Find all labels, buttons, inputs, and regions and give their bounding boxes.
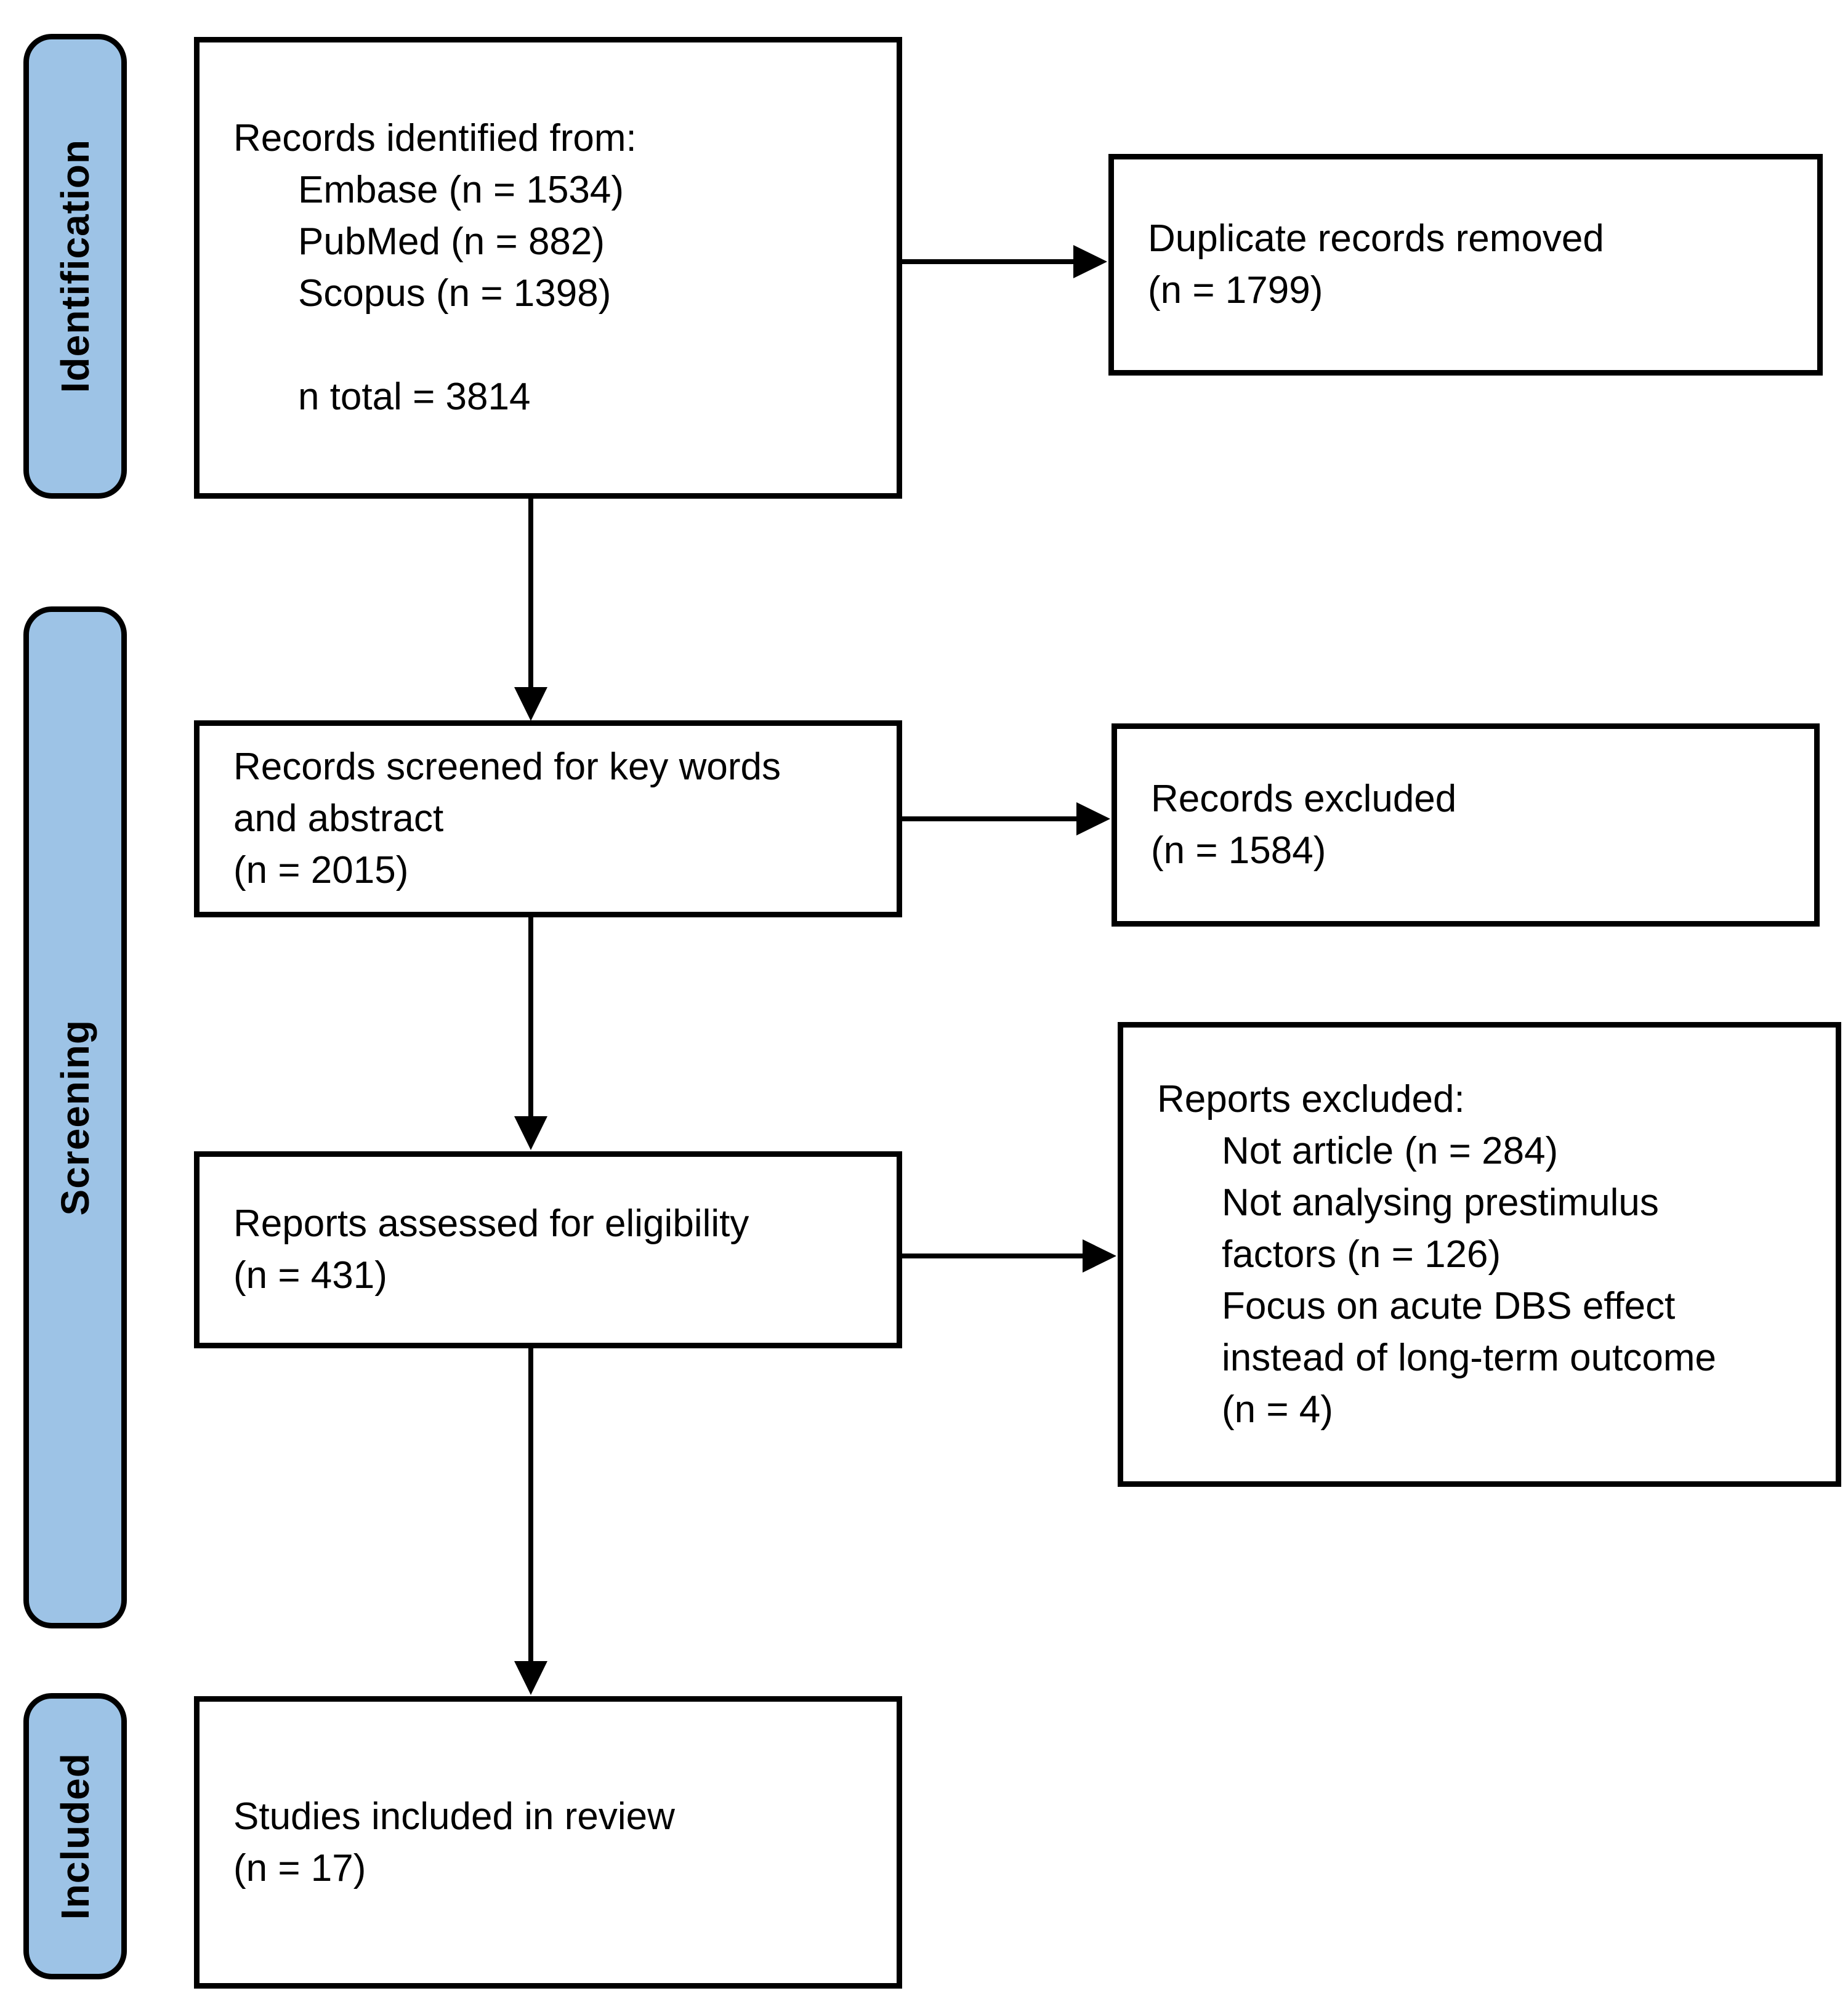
stage-screening: Screening	[23, 606, 127, 1628]
arrow-identified-to-screened	[528, 499, 533, 688]
arrow-screened-to-excluded	[902, 816, 1078, 821]
duplicates-removed-text: Duplicate records removed	[1148, 217, 1604, 260]
box-records-excluded: Records excluded (n = 1584)	[1112, 723, 1820, 927]
records-identified-title: Records identified from:	[233, 117, 637, 159]
box-records-identified: Records identified from: Embase (n = 153…	[194, 37, 902, 499]
studies-included-text: Studies included in review	[233, 1795, 675, 1838]
duplicates-removed-count: (n = 1799)	[1148, 269, 1323, 312]
stage-included-label: Included	[53, 1752, 97, 1920]
reports-excluded-reason-3b: instead of long-term outcome	[1222, 1336, 1716, 1379]
box-studies-included: Studies included in review (n = 17)	[194, 1696, 902, 1989]
stage-included: Included	[23, 1693, 127, 1979]
records-screened-text-2: and abstract	[233, 797, 444, 840]
studies-included-count: (n = 17)	[233, 1846, 366, 1889]
records-identified-pubmed: PubMed (n = 882)	[298, 220, 605, 263]
box-records-screened: Records screened for key words and abstr…	[194, 720, 902, 917]
records-screened-text-1: Records screened for key words	[233, 746, 781, 788]
reports-assessed-count: (n = 431)	[233, 1254, 387, 1297]
records-identified-scopus: Scopus (n = 1398)	[298, 272, 611, 315]
reports-excluded-reason-2b: factors (n = 126)	[1222, 1233, 1501, 1276]
arrow-identified-to-duplicates	[902, 259, 1075, 264]
box-reports-assessed: Reports assessed for eligibility (n = 43…	[194, 1151, 902, 1348]
records-excluded-count: (n = 1584)	[1151, 829, 1326, 872]
stage-identification: Identification	[23, 34, 127, 499]
records-excluded-text: Records excluded	[1151, 778, 1457, 820]
stage-identification-label: Identification	[53, 139, 97, 393]
stage-screening-label: Screening	[53, 1019, 97, 1216]
arrow-assessed-to-excluded	[902, 1254, 1084, 1258]
records-screened-count: (n = 2015)	[233, 849, 409, 891]
box-duplicates-removed: Duplicate records removed (n = 1799)	[1108, 154, 1823, 376]
reports-excluded-reason-2a: Not analysing prestimulus	[1222, 1181, 1659, 1224]
reports-excluded-reason-3a: Focus on acute DBS effect	[1222, 1284, 1676, 1327]
reports-excluded-reason-1: Not article (n = 284)	[1222, 1129, 1559, 1172]
reports-assessed-text: Reports assessed for eligibility	[233, 1202, 749, 1245]
arrow-assessed-to-included	[528, 1348, 533, 1662]
records-identified-spacer	[233, 320, 881, 371]
reports-excluded-title: Reports excluded:	[1157, 1077, 1465, 1121]
records-identified-embase: Embase (n = 1534)	[298, 169, 624, 211]
box-reports-excluded: Reports excluded: Not article (n = 284) …	[1118, 1022, 1841, 1487]
arrow-screened-to-assessed	[528, 917, 533, 1117]
records-identified-total: n total = 3814	[298, 376, 531, 418]
reports-excluded-reason-3-count: (n = 4)	[1222, 1388, 1333, 1431]
